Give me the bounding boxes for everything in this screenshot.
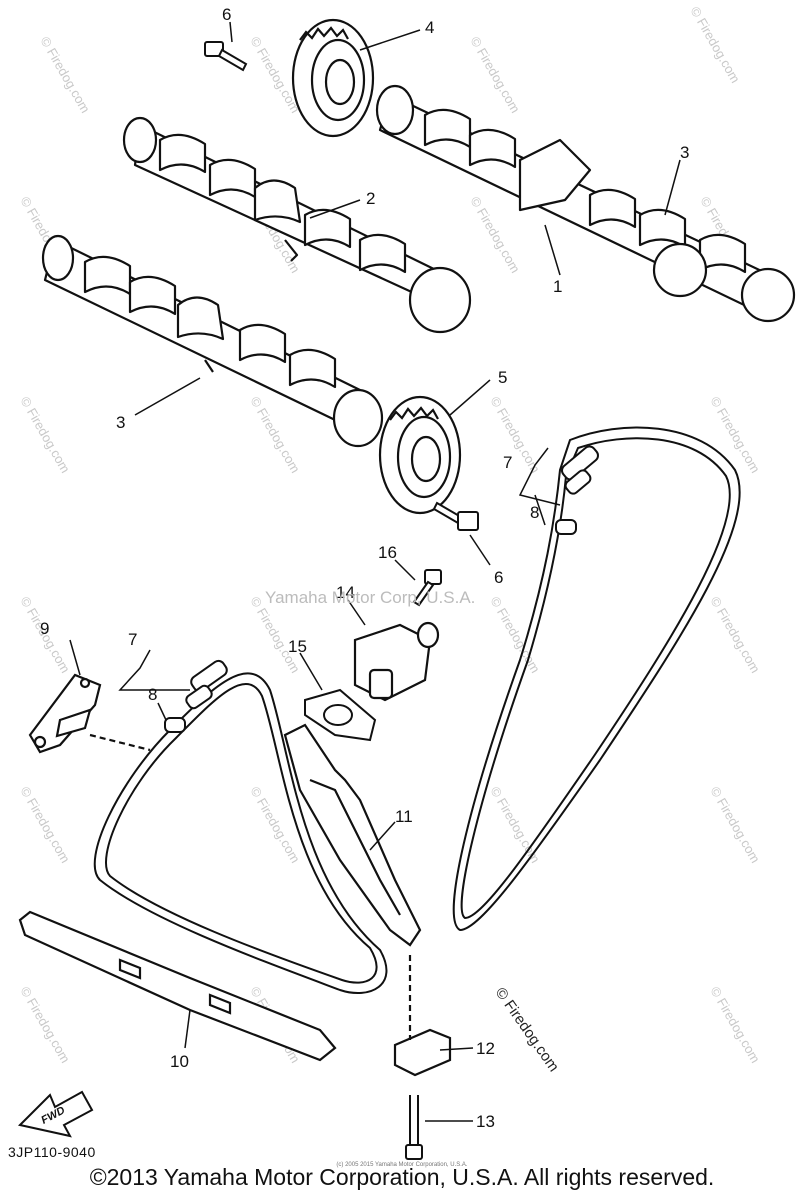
timing-chain-right <box>452 426 741 932</box>
watermark-text: © Firedog.com <box>17 394 73 476</box>
callout-8-right: 8 <box>530 503 539 522</box>
callout-7-right: 7 <box>503 453 512 472</box>
leader-lines <box>69 21 681 1122</box>
callout-13: 13 <box>476 1112 495 1131</box>
watermark-text: © Firedog.com <box>707 784 763 866</box>
watermark-text: © Firedog.com <box>707 984 763 1066</box>
cam-sprocket-lower <box>378 395 462 515</box>
cam-chain-tensioner <box>353 621 440 702</box>
callout-12: 12 <box>476 1039 495 1058</box>
callout-6-upper: 6 <box>222 5 231 24</box>
callout-4: 4 <box>425 18 434 37</box>
callout-16: 16 <box>378 543 397 562</box>
callout-3-upper: 3 <box>680 143 689 162</box>
watermark-text: © Firedog.com <box>487 394 543 476</box>
callout-1: 1 <box>553 277 562 296</box>
callout-3-lower: 3 <box>116 413 125 432</box>
callout-14: 14 <box>336 583 355 602</box>
watermark-text: © Firedog.com <box>37 34 93 116</box>
chain-guide-stopper <box>28 673 151 754</box>
tiny-notice: (c) 2005 2015 Yamaha Motor Corporation, … <box>336 1162 468 1168</box>
callout-8-left: 8 <box>148 685 157 704</box>
watermark-text: © Firedog.com <box>17 984 73 1066</box>
watermark-side: © Firedog.com <box>492 985 562 1076</box>
chain-guide-retainer <box>393 955 452 1077</box>
chain-link-cluster-right <box>555 445 600 535</box>
callout-7-left: 7 <box>128 630 137 649</box>
tensioner-bolt <box>412 569 442 607</box>
camshaft-exhaust-lower <box>41 234 384 448</box>
copyright-notice: ©2013 Yamaha Motor Corporation, U.S.A. A… <box>89 1164 715 1190</box>
watermark-text: © Firedog.com <box>467 194 523 276</box>
forward-arrow: FWD <box>18 1090 94 1138</box>
callouts: 6 4 2 3 1 3 5 6 7 8 16 14 15 9 7 8 11 10… <box>40 5 689 1131</box>
callout-15: 15 <box>288 637 307 656</box>
tensioner-gasket <box>304 688 377 742</box>
watermark-text: © Firedog.com <box>687 4 743 86</box>
timing-chain-left <box>93 672 388 995</box>
callout-10: 10 <box>170 1052 189 1071</box>
watermark-text: © Firedog.com <box>17 784 73 866</box>
part-code: 3JP110-9040 <box>8 1144 96 1160</box>
bolt-upper <box>204 41 248 72</box>
chain-link-cluster-left <box>164 659 228 733</box>
camshaft-exhaust-upper <box>375 84 796 323</box>
bolt-lower <box>432 501 479 531</box>
callout-6-lower: 6 <box>494 568 503 587</box>
watermark-text: © Firedog.com <box>707 594 763 676</box>
camshaft-intake-upper <box>122 116 472 334</box>
callout-11: 11 <box>395 807 413 826</box>
watermark-text: © Firedog.com <box>467 34 523 116</box>
watermark-text: © Firedog.com <box>247 784 303 866</box>
retainer-bolt <box>405 1095 423 1160</box>
chain-guide-tensioner-side <box>283 723 422 947</box>
callout-5: 5 <box>498 368 507 387</box>
chain-guide-exhaust-side <box>18 910 337 1062</box>
watermark-text: © Firedog.com <box>487 784 543 866</box>
callout-9: 9 <box>40 619 49 638</box>
callout-2: 2 <box>366 189 375 208</box>
watermark-center: Yamaha Motor Corp, U.S.A. <box>265 588 475 607</box>
cam-sprocket-upper <box>291 18 375 138</box>
watermark-text: © Firedog.com <box>247 394 303 476</box>
